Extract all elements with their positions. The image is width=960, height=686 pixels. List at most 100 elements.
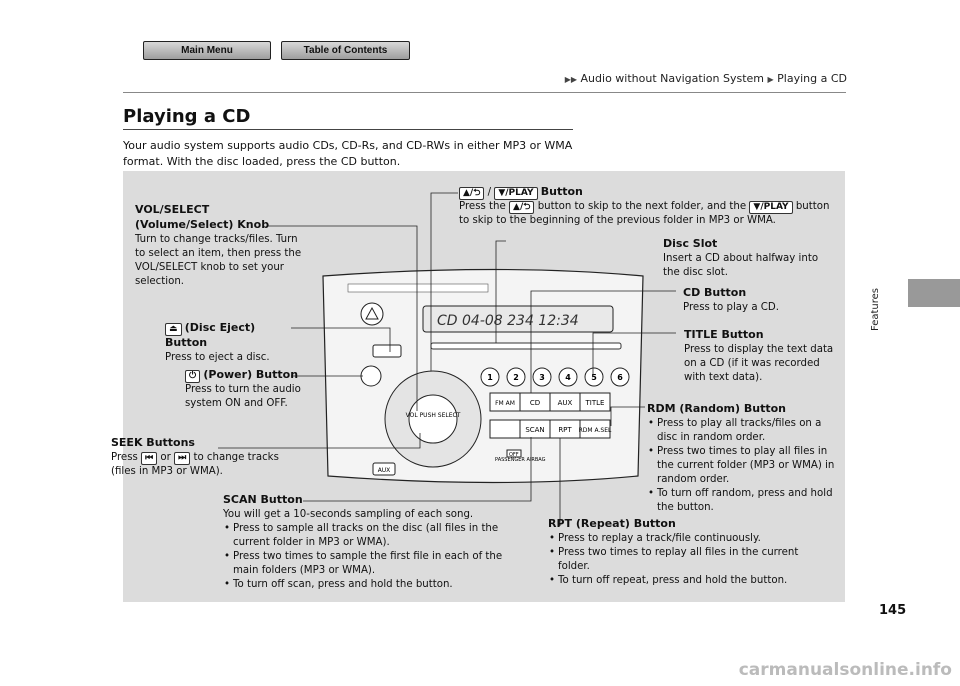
title-rule (123, 129, 573, 130)
page-title: Playing a CD (123, 106, 251, 127)
vol-select-desc: Turn to change tracks/files. Turn to sel… (135, 234, 302, 287)
rdm-button[interactable] (579, 419, 611, 439)
list-item: Press two times to play all files in the… (648, 445, 842, 487)
scan-callout: SCAN Button You will get a 10-seconds sa… (223, 493, 523, 592)
table-of-contents-button[interactable]: Table of Contents (281, 41, 410, 60)
svg-text:VOL PUSH SELECT: VOL PUSH SELECT (406, 412, 461, 419)
scan-title: SCAN Button (223, 493, 303, 506)
folder-desc-d: to skip to the beginning of the previous… (459, 215, 776, 226)
title-button-title: TITLE Button (684, 328, 764, 341)
disc-slot[interactable] (430, 342, 622, 350)
folder-up-icon: ▲/⮌ (509, 201, 535, 214)
seek-prev-icon: ⏮ (141, 452, 158, 465)
rdm-callout: RDM (Random) Button Press to play all tr… (647, 402, 842, 515)
rpt-title: RPT (Repeat) Button (548, 517, 676, 530)
folder-down-play-icon: ▼/PLAY (749, 201, 793, 214)
seek-next-icon: ⏭ (174, 452, 191, 465)
title-button[interactable] (579, 392, 611, 412)
disc-slot-callout: Disc Slot Insert a CD about halfway into… (663, 237, 833, 280)
svg-text:FM AM: FM AM (495, 400, 515, 407)
cd-button-title: CD Button (683, 286, 747, 299)
power-desc: Press to turn the audio system ON and OF… (185, 384, 301, 409)
eject-desc: Press to eject a disc. (165, 352, 270, 363)
svg-text:RPT: RPT (558, 426, 572, 434)
svg-text:AUX: AUX (558, 399, 573, 407)
cd-button-desc: Press to play a CD. (683, 302, 779, 313)
power-callout: ⏻ (Power) Button Press to turn the audio… (185, 368, 303, 411)
rpt-callout: RPT (Repeat) Button Press to replay a tr… (548, 517, 808, 588)
power-button[interactable] (360, 365, 382, 387)
title-button-desc: Press to display the text data on a CD (… (684, 344, 834, 383)
header-rule (123, 92, 846, 93)
intro-paragraph: Your audio system supports audio CDs, CD… (123, 139, 573, 168)
page-number: 145 (879, 603, 907, 618)
folder-desc-a: Press the (459, 201, 506, 212)
vol-select-knob[interactable] (408, 394, 458, 444)
preset-button-6[interactable] (610, 367, 630, 387)
rdm-title: RDM (Random) Button (647, 402, 786, 415)
breadcrumb-arrow-icon: ▶▶ (564, 75, 578, 84)
preset-label: 3 (539, 373, 545, 382)
watermark: carmanualsonline.info (738, 660, 952, 680)
disc-slot-desc: Insert a CD about halfway into the disc … (663, 253, 819, 278)
svg-text:AUX: AUX (378, 467, 391, 474)
svg-text:CD: CD (530, 399, 540, 407)
preset-button-5[interactable] (584, 367, 604, 387)
side-tab-marker (908, 279, 960, 307)
list-item: To turn off repeat, press and hold the b… (549, 574, 808, 588)
breadcrumb: ▶▶ Audio without Navigation System ▶ Pla… (565, 72, 847, 85)
preset-label: 1 (487, 373, 493, 382)
rdm-list: Press to play all tracks/files on a disc… (647, 417, 842, 515)
svg-text:SCAN: SCAN (525, 426, 544, 434)
eject-callout: ⏏ (Disc Eject) Button Press to eject a d… (165, 321, 295, 365)
breadcrumb-section[interactable]: Audio without Navigation System (580, 72, 764, 85)
seek-desc-a: Press (111, 452, 138, 463)
side-tab-label: Features (870, 288, 881, 331)
list-item: To turn off random, press and hold the b… (648, 487, 842, 515)
preset-label: 4 (565, 373, 571, 382)
seek-callout: SEEK Buttons Press ⏮ or ⏭ to change trac… (111, 436, 296, 479)
vol-select-title: VOL/SELECT (135, 203, 210, 216)
folder-button-title: Button (540, 185, 583, 198)
power-title: (Power) Button (203, 368, 299, 381)
airbag-label: PASSENGER AIRBAG (495, 457, 546, 463)
preset-button-4[interactable] (558, 367, 578, 387)
seek-desc-b: or (160, 452, 171, 463)
eject-icon: ⏏ (165, 323, 182, 336)
breadcrumb-page[interactable]: Playing a CD (777, 72, 847, 85)
list-item: Press to play all tracks/files on a disc… (648, 417, 842, 445)
hazard-button[interactable] (360, 302, 384, 326)
vol-select-subtitle: (Volume/Select) Knob (135, 218, 270, 231)
title-button-callout: TITLE Button Press to display the text d… (684, 328, 839, 385)
airbag-off-indicator: OFF (509, 452, 519, 458)
folder-up-icon: ▲/⮌ (459, 187, 485, 200)
breadcrumb-arrow-icon: ▶ (767, 75, 774, 84)
preset-button-2[interactable] (506, 367, 526, 387)
list-item: To turn off scan, press and hold the but… (224, 578, 523, 592)
folder-button[interactable] (489, 419, 521, 439)
display-readout: CD 04-08 234 12:34 (437, 313, 579, 329)
rpt-list: Press to replay a track/file continuousl… (548, 532, 808, 588)
preset-button-3[interactable] (532, 367, 552, 387)
scan-desc: You will get a 10-seconds sampling of ea… (223, 509, 474, 520)
folder-down-play-icon: ▼/PLAY (494, 187, 538, 200)
list-item: Press to sample all tracks on the disc (… (224, 522, 523, 550)
svg-text:TITLE: TITLE (585, 399, 605, 407)
cd-button-callout: CD Button Press to play a CD. (683, 286, 833, 315)
preset-label: 6 (617, 373, 623, 382)
eject-button[interactable] (372, 344, 402, 358)
power-icon: ⏻ (185, 370, 201, 383)
list-item: Press to replay a track/file continuousl… (549, 532, 808, 546)
eject-title: (Disc Eject) Button (165, 321, 256, 349)
list-item: Press two times to sample the first file… (224, 550, 523, 578)
preset-label: 2 (513, 373, 519, 382)
seek-desc-c: to change tracks (files in MP3 or WMA). (111, 452, 279, 477)
svg-text:RDM A.SEL: RDM A.SEL (579, 427, 612, 434)
aux-jack (372, 462, 396, 476)
seek-title: SEEK Buttons (111, 436, 195, 449)
folder-callout: ▲/⮌ / ▼/PLAY Button Press the ▲/⮌ button… (459, 185, 830, 226)
preset-button-1[interactable] (480, 367, 500, 387)
main-menu-button[interactable]: Main Menu (143, 41, 271, 60)
